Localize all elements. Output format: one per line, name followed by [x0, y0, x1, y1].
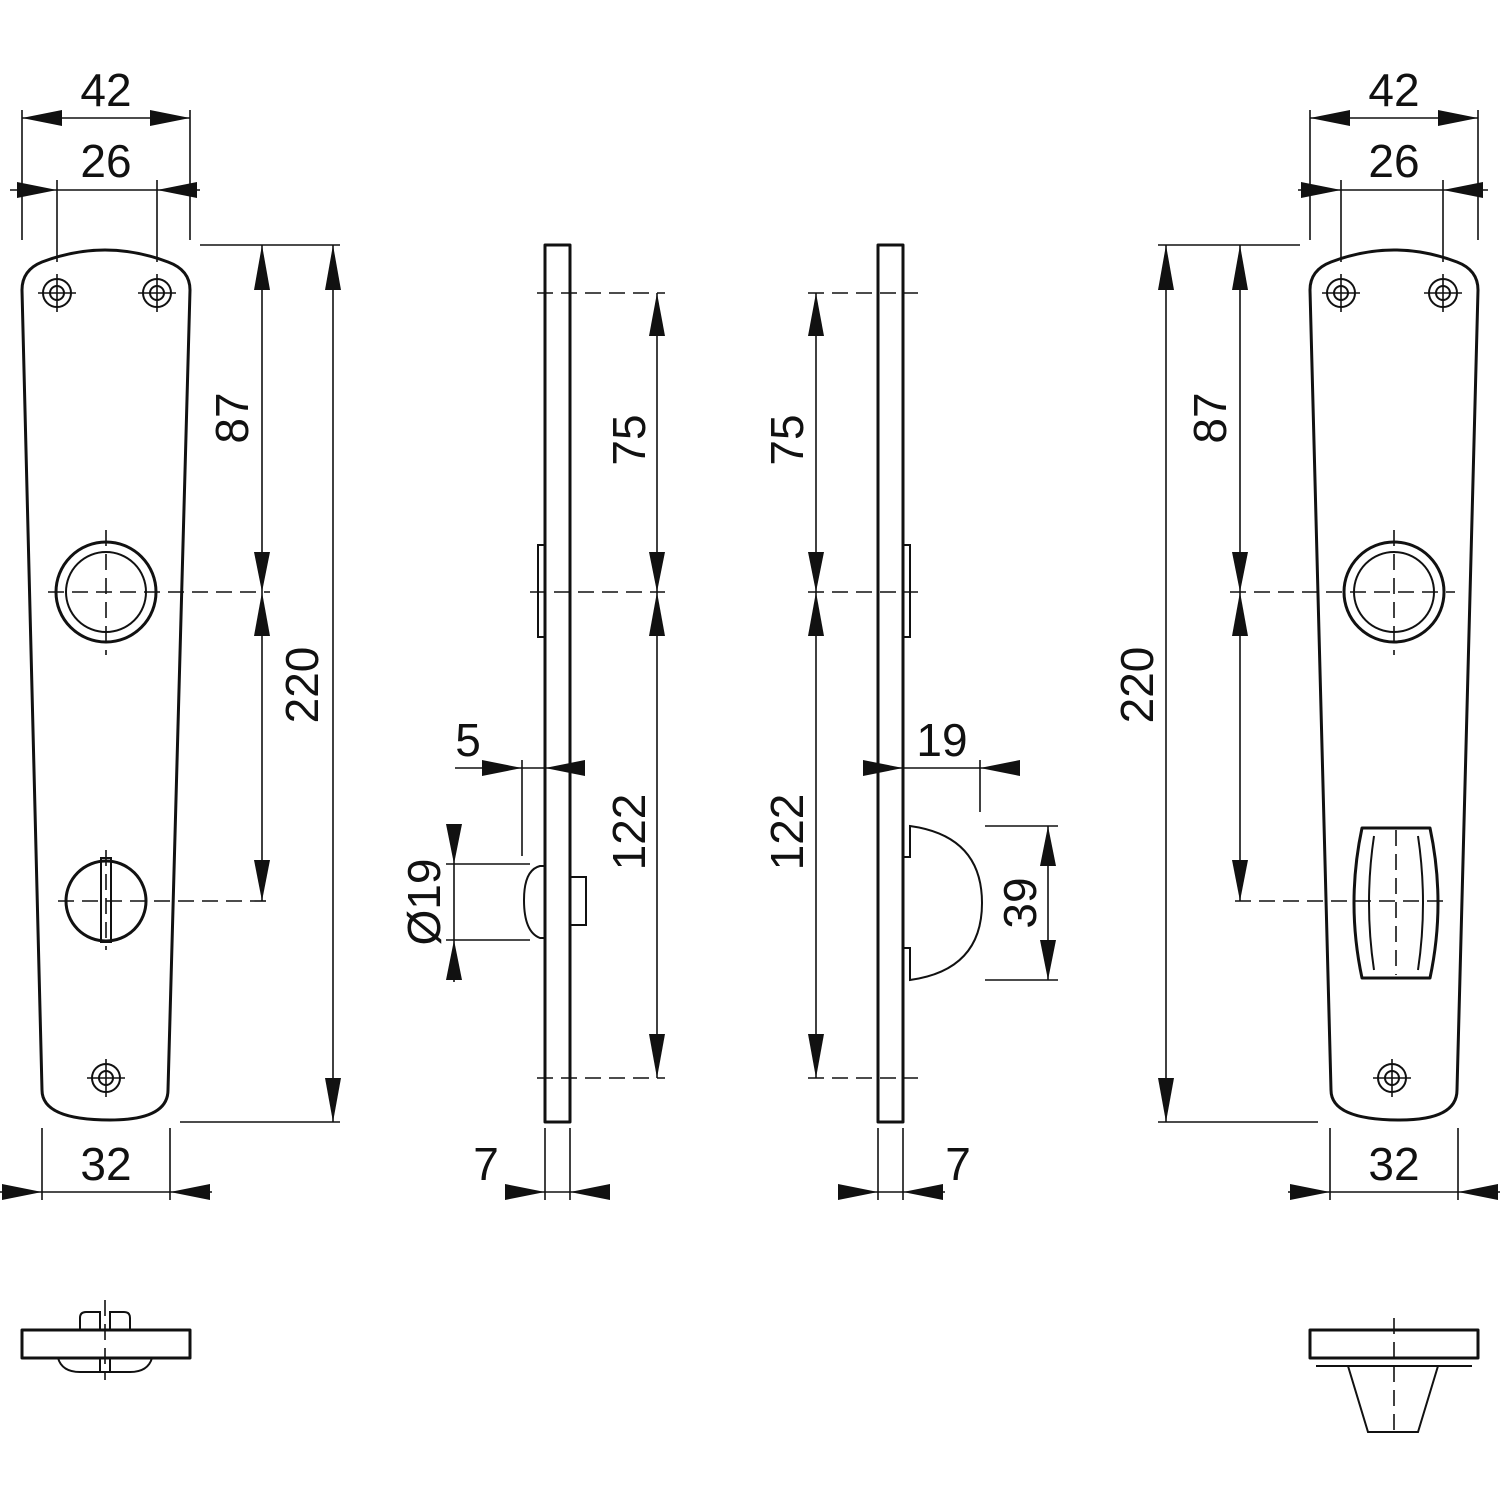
top-view-left [20, 1300, 192, 1380]
dim-left-total-length-label: 220 [276, 647, 328, 724]
left-handle-spindle-hole [48, 530, 270, 655]
dim-left-hole-spacing-label: 26 [80, 135, 131, 187]
side-right-turn-knob [903, 824, 984, 982]
dim-right-outer-width: 42 [1309, 64, 1479, 240]
dim-side-right-spindle-to-bottom-label: 122 [761, 794, 813, 871]
dim-right-bottom-width-label: 32 [1368, 1138, 1419, 1190]
dim-side-left-spindle-to-bottom: 122 [603, 592, 665, 1078]
left-front-view: 42 26 87 2 [0, 64, 341, 1200]
dim-left-to-spindle-label: 87 [206, 392, 258, 443]
dim-side-left-thickness-label: 7 [473, 1138, 499, 1190]
side-left-plate [543, 243, 572, 1124]
dim-side-left-to-spindle: 75 [603, 293, 665, 592]
dim-right-hole-spacing: 26 [1298, 135, 1488, 262]
dim-left-outer-width: 42 [21, 64, 191, 240]
side-right-plate [876, 243, 905, 1124]
dim-side-right-turn-depth: 19 [863, 714, 1020, 812]
right-plate-outline [1308, 248, 1480, 1122]
dim-right-outer-width-label: 42 [1368, 64, 1419, 116]
dim-side-left-knob-diameter-label: Ø19 [398, 859, 450, 946]
left-screw-hole-top-right [138, 274, 176, 312]
right-thumb-turn [1235, 826, 1445, 980]
dim-side-right-to-spindle-label: 75 [761, 414, 813, 465]
left-plate-outline [20, 248, 192, 1122]
right-front-view: 42 26 87 2 [1111, 64, 1500, 1200]
dim-right-bottom-width: 32 [1288, 1128, 1500, 1200]
dim-side-left-thickness: 7 [473, 1128, 610, 1200]
top-view-right [1308, 1318, 1480, 1438]
dim-side-right-spindle-to-bottom: 122 [761, 592, 824, 1078]
dim-side-left-spindle-to-bottom-label: 122 [603, 794, 655, 871]
dim-side-right-thickness-label: 7 [945, 1138, 971, 1190]
right-screw-hole-bottom [1373, 1059, 1411, 1097]
left-key-turn-knob [58, 850, 270, 950]
side-view-right: 75 122 19 39 7 [761, 243, 1058, 1200]
dim-right-spindle-to-turn [1232, 592, 1248, 901]
dim-side-right-turn-height-label: 39 [994, 877, 1046, 928]
side-left-knob [522, 865, 587, 939]
dim-left-hole-spacing: 26 [10, 135, 200, 262]
right-screw-hole-top-left [1322, 274, 1360, 312]
dim-side-left-knob-offset-label: 5 [455, 714, 481, 766]
side-view-left: 75 122 5 Ø19 7 [398, 243, 665, 1200]
dim-left-bottom-width-label: 32 [80, 1138, 131, 1190]
dim-left-total-length: 220 [180, 245, 341, 1123]
dim-left-bottom-width: 32 [0, 1128, 212, 1200]
left-screw-hole-top-left [38, 274, 76, 312]
dim-side-right-turn-depth-label: 19 [916, 714, 967, 766]
dim-right-to-spindle-label: 87 [1184, 392, 1236, 443]
dim-side-right-turn-height: 39 [985, 825, 1058, 981]
dim-right-hole-spacing-label: 26 [1368, 135, 1419, 187]
dim-left-outer-width-label: 42 [80, 64, 131, 116]
dim-left-spindle-to-key [254, 592, 270, 901]
dim-left-to-spindle: 87 [200, 244, 340, 592]
left-screw-hole-bottom [87, 1059, 125, 1097]
dim-right-to-spindle: 87 [1158, 244, 1300, 592]
dim-side-left-knob-offset: 5 [455, 714, 585, 856]
dim-side-right-thickness: 7 [838, 1128, 971, 1200]
dim-side-right-to-spindle: 75 [761, 293, 824, 592]
dim-right-total-length-label: 220 [1111, 647, 1163, 724]
dim-right-total-length: 220 [1111, 245, 1318, 1123]
dim-side-left-knob-diameter: Ø19 [398, 824, 530, 982]
right-screw-hole-top-right [1424, 274, 1462, 312]
dim-side-left-to-spindle-label: 75 [603, 414, 655, 465]
right-handle-spindle-hole [1230, 530, 1455, 655]
